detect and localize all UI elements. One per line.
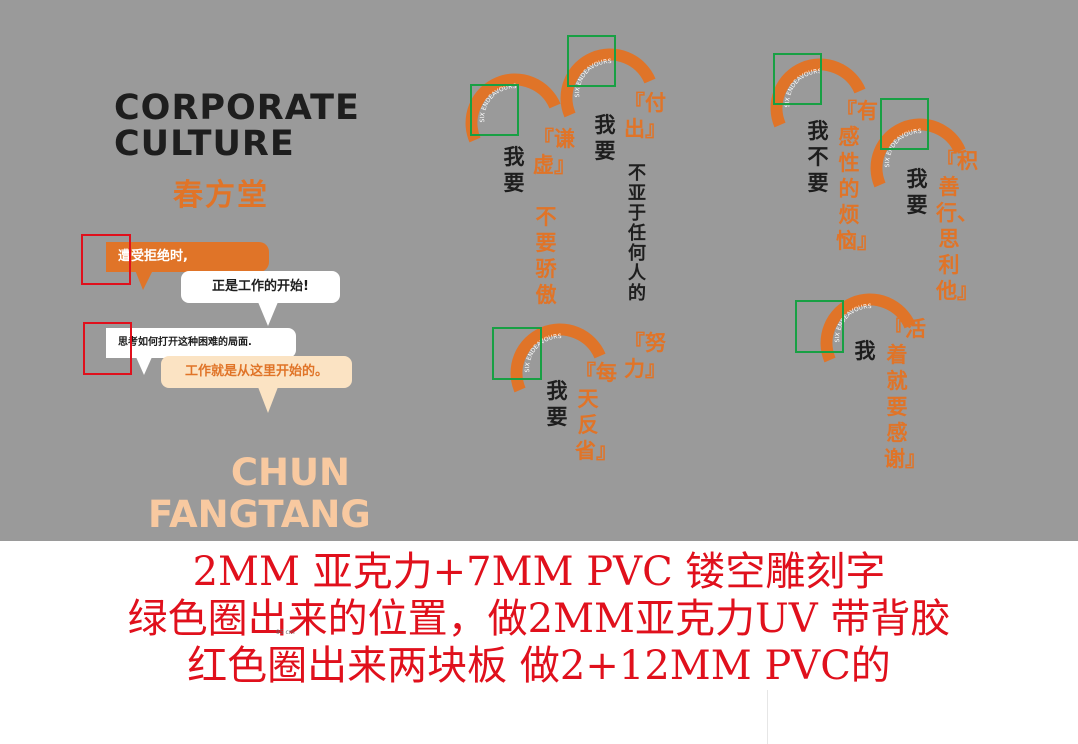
motto-3-lead: 我要: [546, 379, 568, 429]
production-notes: 2MM 亚克力+7MM PVC 镂空雕刻字 绿色圈出来的位置，做2MM亚克力UV…: [0, 549, 1078, 690]
green-marker-1: [470, 84, 519, 136]
dimension-label: 95 cm: [276, 629, 295, 636]
motto-6-lead: 我: [854, 339, 876, 363]
motto-1-tail: 不要骄傲: [535, 205, 557, 307]
green-marker-3: [492, 327, 542, 380]
motto-6-slogan: 『活着就要感谢』: [884, 317, 926, 471]
headline-corporate-culture: CORPORATE CULTURE: [114, 88, 360, 164]
speech-bubble-4-tail: [258, 387, 278, 413]
green-marker-6: [795, 300, 844, 353]
motto-5-lead: 我要: [906, 167, 928, 217]
green-marker-2: [567, 35, 616, 87]
speech-bubble-2: 正是工作的开始!: [181, 271, 340, 303]
motto-4-lead: 我不要: [807, 119, 829, 195]
green-marker-5: [880, 98, 929, 150]
red-marker-1: [81, 234, 131, 285]
brand-name-chinese: 春方堂: [173, 178, 269, 213]
motto-2-tail: 不亚于任何人的: [628, 163, 646, 304]
motto-5-slogan: 『积善行、思利他』: [936, 149, 978, 303]
guide-line: [767, 690, 768, 744]
speech-bubble-2-tail: [258, 302, 278, 326]
note-line-1: 2MM 亚克力+7MM PVC 镂空雕刻字: [192, 549, 886, 595]
speech-bubble-1-tail: [135, 270, 153, 290]
speech-bubble-3-tail: [136, 357, 152, 375]
motto-1-lead: 我要: [503, 145, 525, 195]
speech-bubble-4: 工作就是从这里开始的。: [161, 356, 352, 388]
brand-name-english: CHUN FANGTANG: [148, 451, 371, 536]
note-line-3: 红色圈出来两块板 做2+12MM PVC的: [187, 643, 891, 689]
green-marker-4: [773, 53, 822, 105]
red-marker-2: [83, 322, 132, 375]
speech-bubble-1: 遭受拒绝时,: [106, 242, 269, 272]
note-line-2: 绿色圈出来的位置，做2MM亚克力UV 带背胶: [127, 596, 951, 642]
speech-bubble-3: 思考如何打开这种困难的局面.: [106, 328, 296, 358]
motto-2-lead: 我要: [594, 113, 616, 163]
motto-2-slogan2: 『努力』: [624, 331, 666, 381]
design-mockup: CORPORATE CULTURE 春方堂 CHUN FANGTANG 遭受拒绝…: [0, 0, 1078, 541]
motto-4-slogan: 『有感性的烦恼』: [836, 99, 878, 253]
motto-2-slogan: 『付出』: [624, 91, 666, 141]
motto-3-slogan: 『每天反省』: [575, 361, 617, 463]
motto-1-slogan: 『谦虚』: [533, 127, 575, 177]
